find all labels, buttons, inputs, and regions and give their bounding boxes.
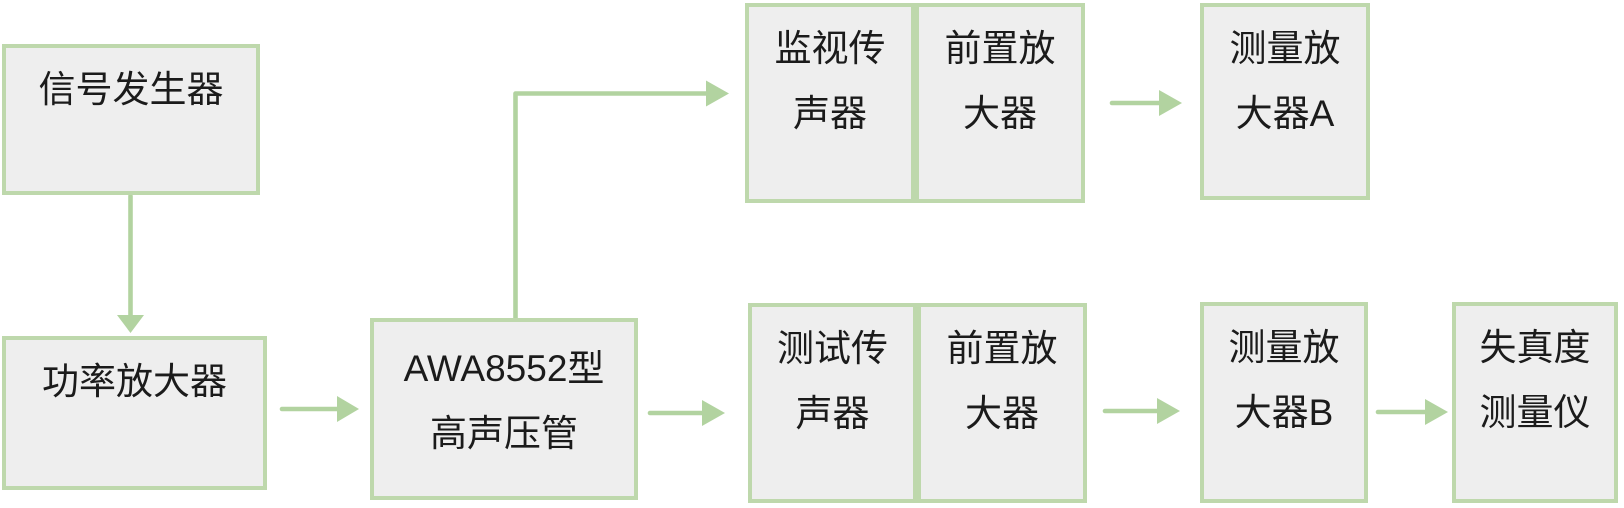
node-label-line: 大器B [1234, 392, 1334, 433]
node-test-microphone: 测试传 声器 [748, 303, 917, 503]
arrow-preamp-top-to-measuring-amplifier-a [1109, 90, 1182, 116]
node-measuring-amplifier-b: 测量放 大器B [1200, 302, 1368, 503]
node-label-line: AWA8552型 [403, 348, 605, 389]
node-label-line: 测量仪 [1479, 392, 1591, 433]
node-power-amplifier: 功率放大器 [2, 336, 267, 490]
node-label-line: 大器 [965, 393, 1039, 434]
node-label-line: 声器 [795, 393, 870, 434]
node-label-line: 前置放 [944, 28, 1056, 69]
node-awa8552-tube: AWA8552型 高声压管 [370, 318, 638, 500]
node-preamplifier-top: 前置放 大器 [915, 3, 1085, 203]
arrow-power-amplifier-to-awa-tube [279, 396, 359, 422]
arrow-preamp-bottom-to-measuring-amplifier-b [1102, 398, 1180, 424]
node-label-line: 测量放 [1228, 327, 1340, 368]
node-distortion-meter: 失真度 测量仪 [1452, 302, 1618, 503]
node-label-line: 高声压管 [430, 413, 578, 454]
node-label-line: 大器 [963, 93, 1037, 134]
node-label-line: 大器A [1235, 93, 1335, 134]
node-label-line: 测试传 [777, 328, 888, 369]
node-label-line: 信号发生器 [38, 69, 224, 110]
arrow-awa-tube-to-monitor-mic [513, 80, 729, 321]
node-label-line: 监视传 [774, 28, 886, 69]
node-monitor-microphone: 监视传 声器 [745, 3, 915, 203]
arrow-signal-generator-to-power-amplifier [117, 193, 144, 333]
node-label-line: 测量放 [1229, 28, 1341, 69]
arrow-awa-tube-to-test-mic [647, 400, 725, 426]
node-label-line: 声器 [793, 93, 867, 134]
node-label-line: 前置放 [946, 328, 1058, 369]
node-preamplifier-bottom: 前置放 大器 [917, 303, 1087, 503]
arrow-measuring-amplifier-b-to-distortion-meter [1375, 399, 1448, 425]
node-signal-generator: 信号发生器 [2, 44, 260, 195]
node-measuring-amplifier-a: 测量放 大器A [1200, 3, 1370, 200]
node-label-line: 失真度 [1479, 327, 1591, 368]
node-label-line: 功率放大器 [42, 361, 227, 402]
